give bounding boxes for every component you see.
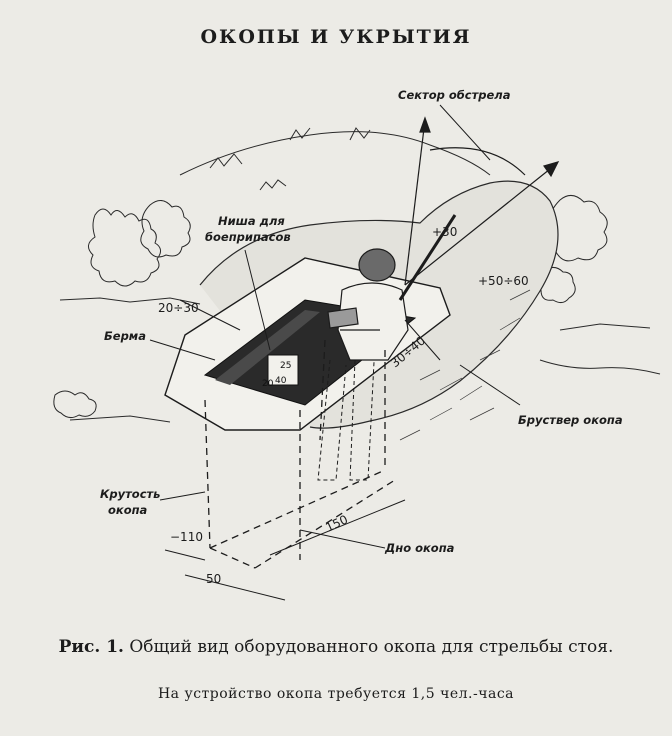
dimension-lines [164,299,441,601]
caption-text: Общий вид оборудованного окопа для стрел… [129,637,614,657]
label-steepness-line1: Крутость [100,487,160,501]
ammo-niche: 25 20 40 [262,354,299,389]
dim-150: 150 [323,512,350,534]
figure-caption: Рис. 1. Общий вид оборудованного окопа д… [20,636,652,658]
niche-dim-40: 40 [275,376,287,386]
fire-sector [404,116,560,286]
niche-dim-25: 25 [280,361,291,371]
dim-plus30: +30 [432,225,457,239]
dim-plus50-60: +50÷60 [478,274,529,288]
soldier-legs-hidden [317,359,375,481]
soldier-figure [327,248,409,361]
caption-figure-number: Рис. 1. [58,637,124,657]
trench-wall-shade [215,310,320,385]
dim-20-30: 20÷30 [158,301,199,315]
dim-minus110: −110 [170,530,203,544]
label-steepness-line2: окопа [108,503,148,517]
label-parapet: Бруствер окопа [518,413,623,427]
label-bottom: Дно окопа [384,541,455,555]
trench-diagram: 25 20 40 [53,88,661,601]
label-niche-line1: Ниша для [218,214,285,228]
parapet-hatching [399,289,531,441]
trench-underground [204,339,396,569]
label-niche-line2: боеприпасов [205,230,291,244]
label-fire-sector: Сектор обстрела [398,88,511,102]
vegetation-top [179,127,491,191]
labor-note: На устройство окопа требуется 1,5 чел.-ч… [157,686,515,702]
niche-dim-20: 20 [262,379,274,389]
page-title: ОКОПЫ И УКРЫТИЯ [200,26,472,48]
leader-lines [149,104,521,549]
rifle [398,214,457,301]
label-berm: Берма [104,329,146,343]
dim-50: 50 [206,572,221,586]
